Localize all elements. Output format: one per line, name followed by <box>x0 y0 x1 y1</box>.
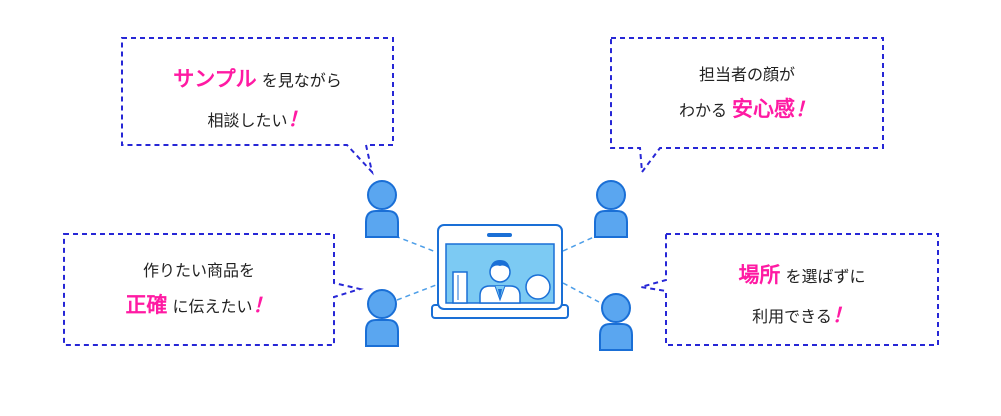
connector-top-left <box>394 235 437 253</box>
connector-top-right <box>562 235 597 252</box>
bubble-top-right-line1: 担当者の顔が <box>611 60 883 90</box>
bubble-bottom-right-line2: 利用できる！ <box>666 296 938 334</box>
bubble-top-left <box>121 37 394 176</box>
highlight-sample: サンプル <box>173 67 257 91</box>
highlight-anshinkan: 安心感 <box>732 97 796 122</box>
bubble-bottom-right <box>640 233 939 346</box>
exclamation-mark: ！ <box>252 293 273 318</box>
operator-icon <box>479 260 521 304</box>
text-soudan-shitai: 相談したい <box>207 110 288 130</box>
exclamation-mark: ！ <box>795 97 816 122</box>
bubble-bottom-left-line2: 正確 に伝えたい！ <box>64 286 334 326</box>
connector-bottom-left <box>396 284 437 301</box>
bubble-top-right-line2: わかる 安心感！ <box>611 90 883 130</box>
person-icon-top-right <box>594 180 628 238</box>
bubble-bottom-right-line1: 場所 を選ばずに <box>666 256 938 296</box>
bubble-text-top-right: 担当者の顔が わかる 安心感！ <box>611 60 883 130</box>
bubble-top-right <box>610 37 884 175</box>
connector-bottom-right <box>562 282 600 303</box>
monitor-icon <box>431 224 569 319</box>
highlight-basho: 場所 <box>738 263 781 287</box>
bubble-text-top-left: サンプル を見ながら 相談したい！ <box>122 60 393 138</box>
text-tsutaetai: に伝えたい <box>172 297 253 317</box>
exclamation-mark: ！ <box>287 106 308 131</box>
text-wakaru: わかる <box>678 101 727 121</box>
text-erabazuni: を選ばずに <box>785 267 866 286</box>
text-riyou-dekiru: 利用できる <box>752 306 832 326</box>
bubble-top-left-line2: 相談したい！ <box>122 100 393 138</box>
text-tantousha: 担当者の顔が <box>698 65 795 84</box>
bubble-text-bottom-left: 作りたい商品を 正確 に伝えたい！ <box>64 256 334 326</box>
exclamation-mark: ！ <box>831 302 852 327</box>
person-icon-bottom-left <box>365 289 399 347</box>
text-tsukuritai: 作りたい商品を <box>142 261 255 280</box>
bubble-text-bottom-right: 場所 を選ばずに 利用できる！ <box>666 256 938 334</box>
text-wo-minagara: を見ながら <box>261 71 342 90</box>
bubble-bottom-left-line1: 作りたい商品を <box>64 256 334 286</box>
highlight-seikaku: 正確 <box>125 293 168 318</box>
person-icon-bottom-right <box>599 293 633 351</box>
person-icon-top-left <box>365 180 399 238</box>
bubble-top-left-line1: サンプル を見ながら <box>122 60 393 100</box>
